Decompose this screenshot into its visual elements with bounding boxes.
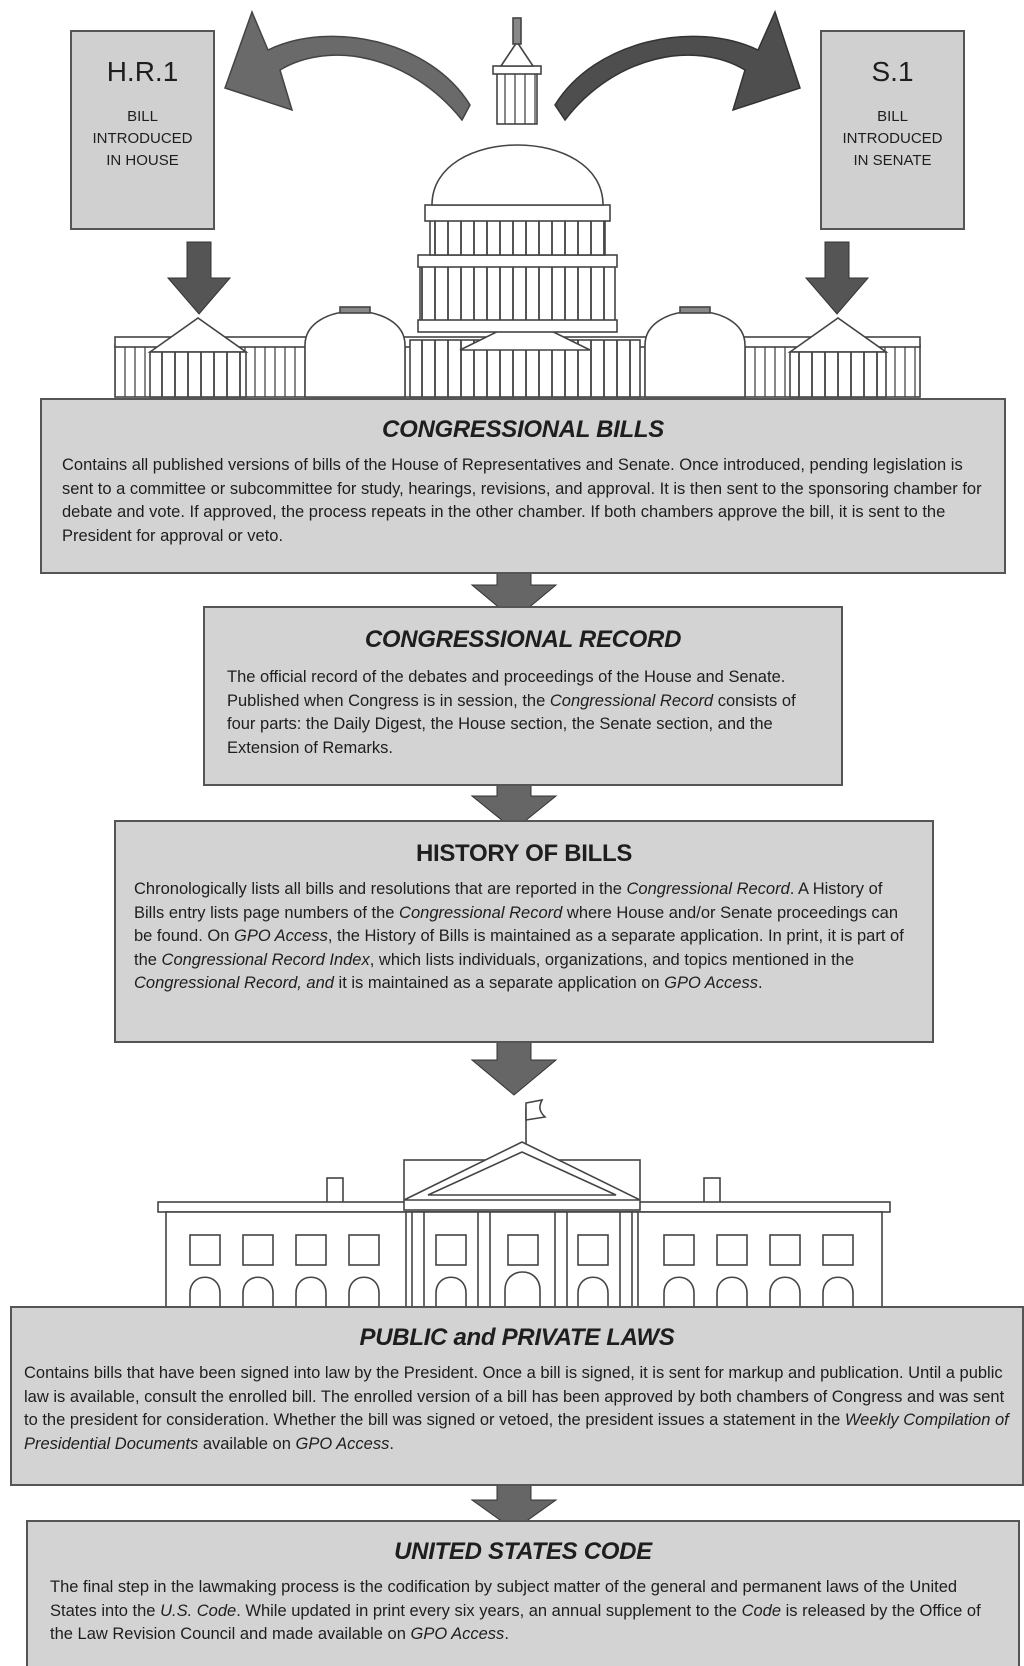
- house-bill-box: H.R.1 BILL INTRODUCED IN HOUSE: [70, 30, 215, 230]
- public-private-laws-title: PUBLIC and PRIVATE LAWS: [359, 1324, 675, 1351]
- house-bill-number: H.R.1: [106, 56, 179, 87]
- congressional-bills-section: CONGRESSIONAL BILLS Contains all publish…: [40, 398, 1006, 574]
- united-states-code-body: The final step in the lawmaking process …: [50, 1578, 981, 1643]
- public-private-laws-section: PUBLIC and PRIVATE LAWS Contains bills t…: [10, 1306, 1024, 1486]
- united-states-code-section: UNITED STATES CODE The final step in the…: [26, 1520, 1020, 1666]
- curved-arrow-right-icon: [554, 9, 801, 122]
- senate-bill-box: S.1 BILL INTRODUCED IN SENATE: [820, 30, 965, 230]
- congressional-record-section: CONGRESSIONAL RECORD The official record…: [203, 606, 843, 786]
- congressional-record-body: The official record of the debates and p…: [227, 668, 796, 757]
- congressional-bills-title: CONGRESSIONAL BILLS: [382, 416, 664, 443]
- senate-bill-number: S.1: [871, 56, 914, 87]
- down-arrow-3-icon: [470, 1041, 558, 1096]
- history-of-bills-title: HISTORY OF BILLS: [415, 840, 633, 867]
- united-states-code-title: UNITED STATES CODE: [394, 1538, 652, 1565]
- senate-bill-description: BILL INTRODUCED IN SENATE: [842, 108, 943, 169]
- history-of-bills-body: Chronologically lists all bills and reso…: [134, 880, 904, 992]
- public-private-laws-body: Contains bills that have been signed int…: [24, 1364, 1009, 1453]
- down-arrow-4-icon: [470, 1484, 558, 1531]
- white-house-icon: [157, 1098, 891, 1309]
- down-arrow-left-icon: [166, 241, 232, 315]
- capitol-building-icon: [114, 17, 921, 398]
- house-bill-description: BILL INTRODUCED IN HOUSE: [92, 108, 193, 169]
- congressional-bills-body: Contains all published versions of bills…: [62, 456, 982, 545]
- congressional-record-title: CONGRESSIONAL RECORD: [364, 626, 682, 653]
- history-of-bills-section: HISTORY OF BILLS Chronologically lists a…: [114, 820, 934, 1043]
- down-arrow-right-icon: [804, 241, 870, 315]
- curved-arrow-left-icon: [224, 9, 471, 122]
